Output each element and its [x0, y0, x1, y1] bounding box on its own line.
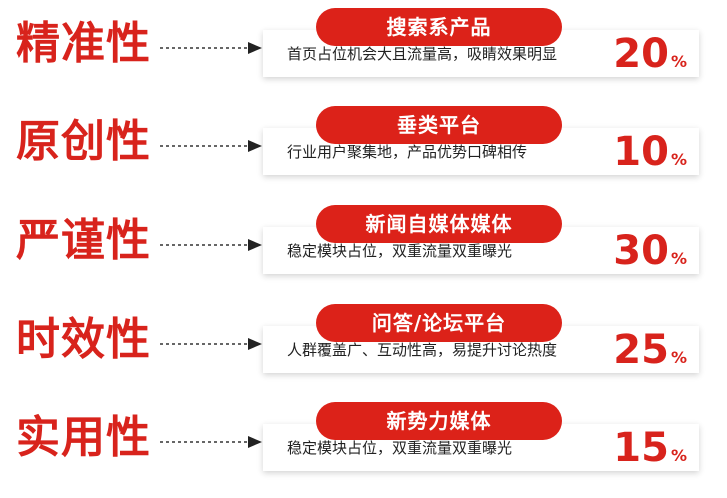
channel-description: 人群覆盖广、互动性高，易提升讨论热度 — [287, 341, 558, 359]
percent-value: 15% — [613, 425, 687, 471]
dashed-arrow-icon — [160, 436, 262, 448]
percent-value: 20% — [613, 31, 687, 77]
row-5: 实用性 稳定模块占位，双重流量双重曝光 15% 新势力媒体 — [0, 394, 727, 474]
dashed-arrow-icon — [160, 239, 262, 251]
channel-description: 稳定模块占位，双重流量双重曝光 — [287, 439, 513, 457]
attribute-label: 精准性 — [16, 18, 151, 69]
channel-pill: 新闻自媒体媒体 — [316, 205, 562, 243]
row-4: 时效性 人群覆盖广、互动性高，易提升讨论热度 25% 问答/论坛平台 — [0, 296, 727, 376]
channel-pill: 新势力媒体 — [316, 402, 562, 440]
channel-description: 稳定模块占位，双重流量双重曝光 — [287, 242, 513, 260]
row-1: 精准性 首页占位机会大且流量高，吸睛效果明显 20% 搜索系产品 — [0, 0, 727, 80]
row-3: 严谨性 稳定模块占位，双重流量双重曝光 30% 新闻自媒体媒体 — [0, 197, 727, 277]
attribute-label: 实用性 — [16, 412, 151, 463]
channel-description: 行业用户聚集地，产品优势口碑相传 — [287, 143, 528, 161]
channel-description: 首页占位机会大且流量高，吸睛效果明显 — [287, 45, 558, 63]
percent-value: 30% — [613, 228, 687, 274]
channel-pill: 搜索系产品 — [316, 8, 562, 46]
attribute-label: 严谨性 — [16, 215, 151, 266]
attribute-label: 原创性 — [16, 116, 151, 167]
dashed-arrow-icon — [160, 338, 262, 350]
percent-value: 25% — [613, 327, 687, 373]
channel-pill: 垂类平台 — [316, 106, 562, 144]
percent-value: 10% — [613, 129, 687, 175]
attribute-label: 时效性 — [16, 314, 151, 365]
row-2: 原创性 行业用户聚集地，产品优势口碑相传 10% 垂类平台 — [0, 98, 727, 178]
dashed-arrow-icon — [160, 140, 262, 152]
channel-pill: 问答/论坛平台 — [316, 304, 562, 342]
dashed-arrow-icon — [160, 42, 262, 54]
